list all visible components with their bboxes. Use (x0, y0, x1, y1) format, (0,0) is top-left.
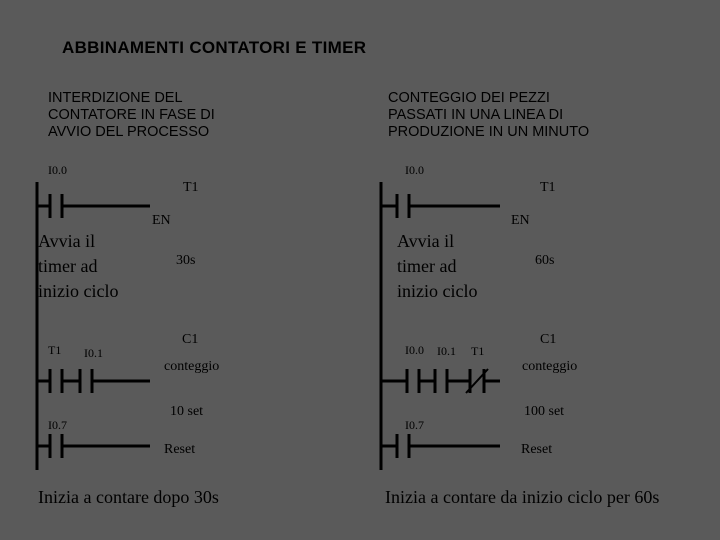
left-counter-reset: Reset (164, 442, 196, 457)
left-note: Avvia il timer ad inizio ciclo (38, 231, 119, 301)
page-title: ABBINAMENTI CONTATORI E TIMER (62, 38, 367, 57)
right-footer: Inizia a contare da inizio ciclo per 60s (385, 487, 660, 507)
right-timer-name: T1 (540, 180, 556, 195)
right-counter-count: conteggio (522, 359, 578, 374)
left-counter-name: C1 (182, 332, 199, 347)
left-counter-count: conteggio (164, 359, 220, 374)
right-counter-reset: Reset (521, 442, 553, 457)
right-label-t1: T1 (471, 344, 485, 358)
left-timer-en: EN (152, 213, 171, 228)
right-label-i01: I0.1 (437, 344, 456, 358)
left-footer: Inizia a contare dopo 30s (38, 487, 219, 507)
right-label-i07: I0.7 (405, 418, 424, 432)
left-counter-set: 10 set (170, 404, 204, 419)
left-label-i07: I0.7 (48, 418, 67, 432)
left-heading: INTERDIZIONE DEL CONTATORE IN FASE DI AV… (48, 90, 215, 140)
left-label-i01: I0.1 (84, 346, 103, 360)
right-timer-en: EN (511, 213, 530, 228)
right-timer-time: 60s (535, 253, 555, 268)
right-note: Avvia il timer ad inizio ciclo (397, 231, 478, 301)
left-label-i00: I0.0 (48, 163, 67, 177)
right-label-i00: I0.0 (405, 163, 424, 177)
right-label-i00-b: I0.0 (405, 343, 424, 357)
right-counter-set: 100 set (524, 404, 565, 419)
right-heading: CONTEGGIO DEI PEZZI PASSATI IN UNA LINEA… (388, 90, 590, 140)
left-label-t1: T1 (48, 343, 62, 357)
right-counter-name: C1 (540, 332, 557, 347)
left-timer-time: 30s (176, 253, 196, 268)
left-timer-name: T1 (183, 180, 199, 195)
